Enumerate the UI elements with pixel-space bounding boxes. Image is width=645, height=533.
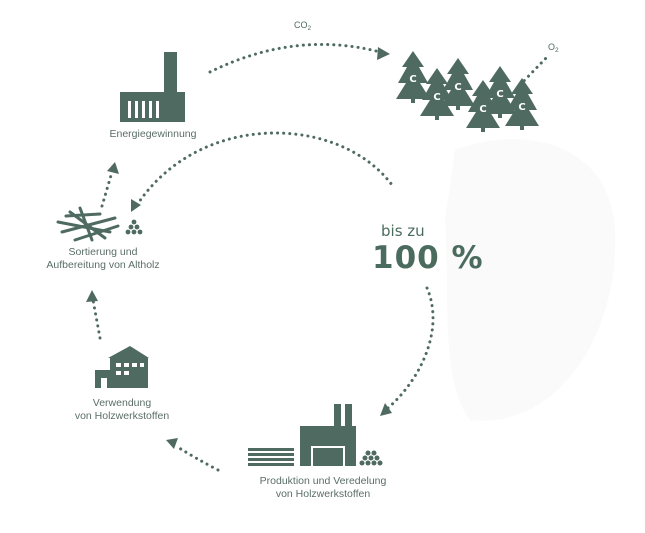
- arrow-production-to-usage: [174, 444, 220, 472]
- arrow-sorting-to-energy: [100, 170, 114, 208]
- factory-icon: [300, 404, 356, 466]
- label-usage-line1: Verwendung: [92, 397, 152, 409]
- chips-icon-production: [359, 450, 383, 466]
- power-plant-icon: [120, 52, 185, 122]
- label-sorting: Sortierung und Aufbereitung von Altholz: [18, 246, 188, 272]
- label-sorting-line2: Aufbereitung von Altholz: [46, 259, 160, 271]
- arrowhead-arc-top: [131, 199, 141, 212]
- o2-label: O2: [548, 42, 559, 54]
- arrow-usage-to-sorting: [91, 298, 102, 340]
- tree-letter-c: C: [433, 92, 440, 103]
- arrow-co2: [208, 42, 382, 74]
- arrowhead-production-to-usage: [166, 438, 178, 449]
- tree-letter-c: C: [496, 89, 503, 100]
- house-icon: [95, 346, 149, 388]
- label-usage-line2: von Holzwerkstoffen: [74, 410, 170, 422]
- center-line1: bis zu: [381, 222, 425, 240]
- arrowhead-sorting-to-energy: [107, 162, 119, 174]
- background-shape: [445, 139, 616, 421]
- arrowhead-usage-to-sorting: [86, 290, 98, 302]
- arrow-o2: [518, 54, 550, 87]
- arrow-arc-right: [386, 286, 435, 410]
- chips-icon-sorting: [125, 219, 143, 235]
- arrow-arc-top: [135, 131, 394, 207]
- tree-letter-c: C: [409, 74, 416, 85]
- arrowhead-co2: [377, 47, 390, 60]
- tree-letter-c: C: [518, 102, 525, 113]
- label-energy-line1: Energiegewinnung: [109, 128, 197, 140]
- center-percent: 100 %: [372, 240, 484, 276]
- co2-label: CO2: [294, 20, 312, 32]
- label-production-line1: Produktion und Veredelung: [259, 475, 387, 487]
- forest-icon: C C C C C C: [396, 51, 539, 132]
- label-production-line2: von Holzwerkstoffen: [275, 488, 371, 500]
- label-usage: Verwendung von Holzwerkstoffen: [52, 397, 192, 423]
- label-production: Produktion und Veredelung von Holzwerkst…: [228, 475, 418, 501]
- wood-pile-icon: [56, 206, 120, 242]
- board-stack-icon: [248, 448, 294, 466]
- arrowhead-arc-right: [380, 403, 392, 416]
- tree-letter-c: C: [479, 104, 486, 115]
- label-energy: Energiegewinnung: [84, 128, 222, 141]
- label-sorting-line1: Sortierung und: [68, 246, 138, 258]
- tree-letter-c: C: [454, 82, 461, 93]
